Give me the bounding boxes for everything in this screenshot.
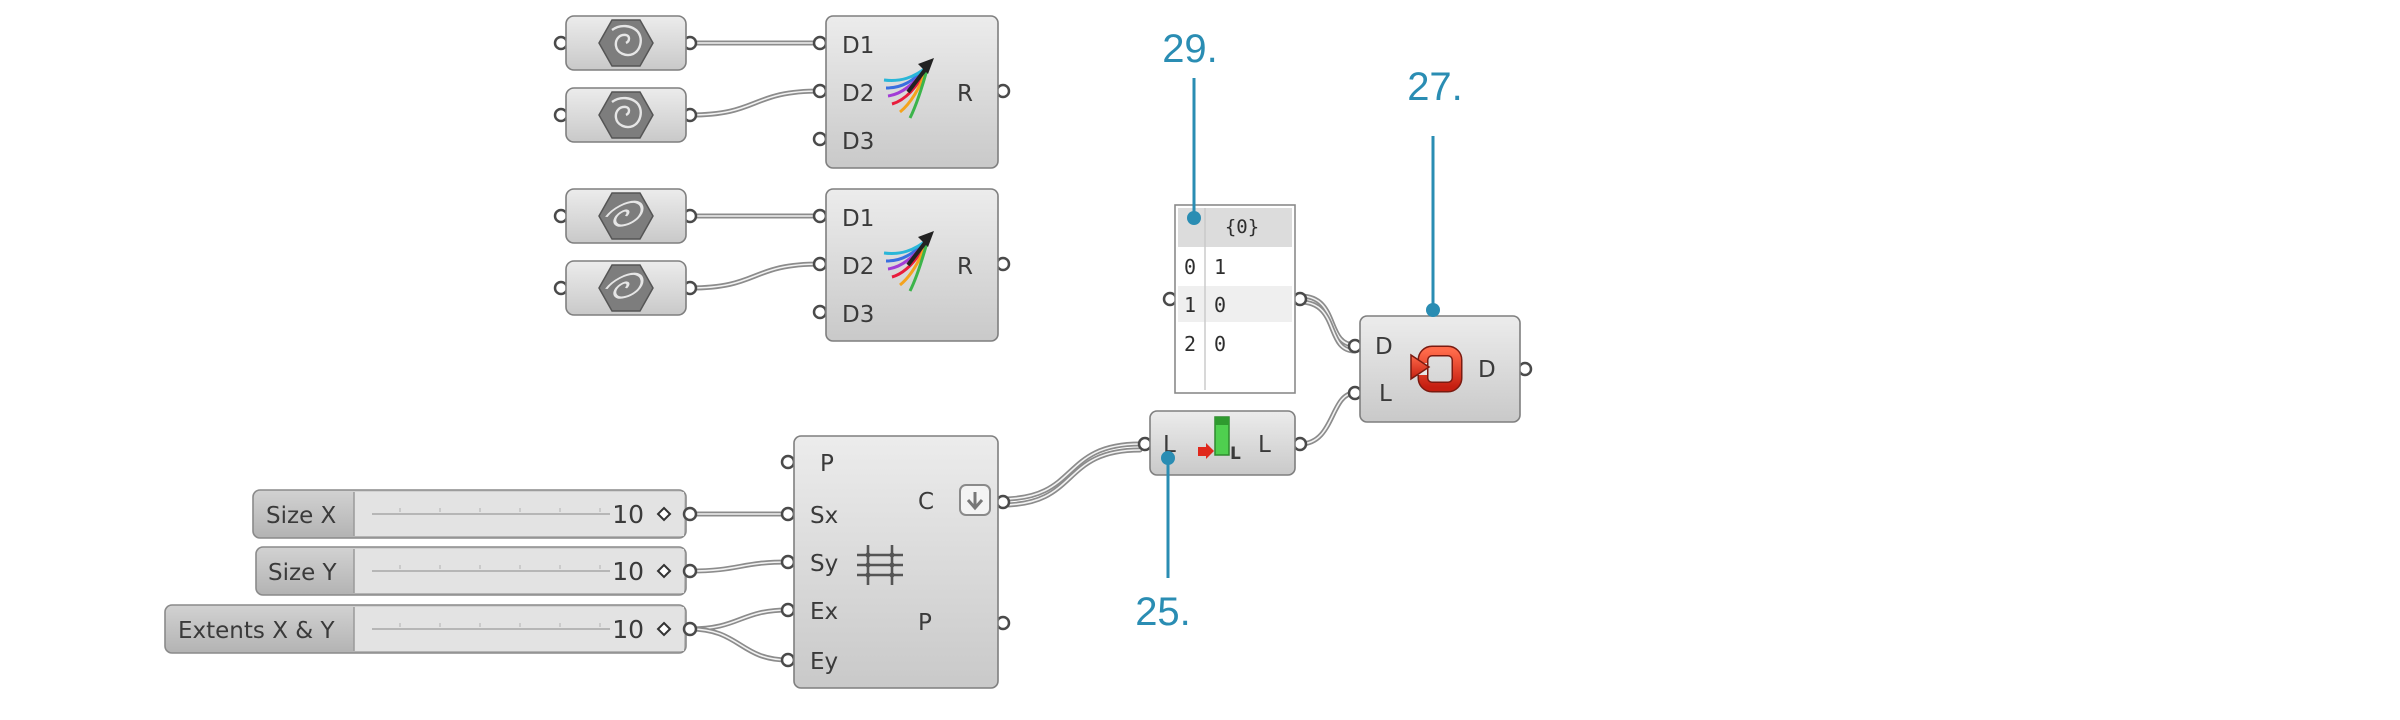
output-label-p: P bbox=[918, 610, 932, 636]
input-label-p: P bbox=[820, 451, 834, 477]
input-label-d2: D2 bbox=[842, 254, 874, 280]
spiral-param-1[interactable] bbox=[553, 15, 698, 71]
slider-label: Extents X & Y bbox=[178, 618, 336, 644]
panel-row-index: 2 bbox=[1184, 332, 1196, 356]
slider-size-y[interactable]: Size Y 10 bbox=[255, 546, 698, 596]
input-label-d3: D3 bbox=[842, 129, 874, 155]
input-label-d3: D3 bbox=[842, 302, 874, 328]
panel-row-value: 0 bbox=[1214, 293, 1226, 317]
slider-handle-icon[interactable] bbox=[656, 563, 672, 579]
spiral-param-2[interactable] bbox=[553, 87, 698, 143]
output-label-l: L bbox=[1258, 432, 1271, 458]
input-label-sx: Sx bbox=[810, 503, 838, 529]
wires bbox=[687, 40, 1358, 663]
input-label-ey: Ey bbox=[810, 649, 838, 675]
panel-row: 1 0 bbox=[1184, 293, 1226, 317]
panel-row-value: 1 bbox=[1214, 255, 1226, 279]
slider-handle-icon[interactable] bbox=[656, 621, 672, 637]
slider-size-x[interactable]: Size X 10 bbox=[252, 489, 698, 539]
slider-value: 10 bbox=[612, 557, 644, 586]
grid-icon bbox=[857, 545, 903, 585]
list-length-icon: L bbox=[1198, 416, 1241, 464]
panel-row: 2 0 bbox=[1184, 332, 1226, 356]
panel-row-value: 0 bbox=[1214, 332, 1226, 356]
output-label-c: C bbox=[918, 489, 934, 515]
output-label-d: D bbox=[1478, 357, 1496, 383]
list-length-component[interactable]: L L L bbox=[1137, 410, 1308, 476]
spiral-icon bbox=[598, 91, 654, 139]
slider-extents-xy[interactable]: Extents X & Y 10 bbox=[164, 604, 698, 654]
callout-27: 27. bbox=[1407, 65, 1463, 317]
panel-row-index: 1 bbox=[1184, 293, 1196, 317]
slider-label: Size Y bbox=[268, 560, 338, 586]
slider-label: Size X bbox=[266, 503, 337, 529]
input-label-d2: D2 bbox=[842, 81, 874, 107]
panel[interactable]: {0} 0 1 1 0 2 0 bbox=[1162, 204, 1308, 394]
input-label-l: L bbox=[1379, 381, 1392, 407]
callout-25: 25. bbox=[1135, 451, 1191, 634]
spiral-tilted-icon bbox=[598, 264, 654, 312]
slider-value: 10 bbox=[612, 615, 644, 644]
callout-number: 25. bbox=[1135, 590, 1191, 634]
slider-value: 10 bbox=[612, 500, 644, 529]
output-label-r: R bbox=[957, 81, 973, 107]
callout-number: 29. bbox=[1162, 27, 1218, 71]
grid-component[interactable]: P Sx Sy Ex Ey C P bbox=[780, 435, 1011, 689]
domain-component-2[interactable]: D1 D2 D3 R bbox=[812, 188, 1011, 342]
input-label-ex: Ex bbox=[810, 599, 838, 625]
callout-number: 27. bbox=[1407, 65, 1463, 109]
flatten-arrow-icon[interactable] bbox=[959, 484, 991, 516]
spiral-param-4[interactable] bbox=[553, 260, 698, 316]
gradient-arrow-icon bbox=[883, 231, 934, 292]
spiral-param-3[interactable] bbox=[553, 188, 698, 244]
panel-row-index: 0 bbox=[1184, 255, 1196, 279]
output-label-r: R bbox=[957, 254, 973, 280]
input-label-d1: D1 bbox=[842, 206, 874, 232]
panel-header: {0} bbox=[1225, 216, 1259, 238]
svg-text:L: L bbox=[1230, 444, 1241, 464]
gradient-arrow-icon bbox=[883, 58, 934, 119]
spiral-icon bbox=[598, 19, 654, 67]
spiral-tilted-icon bbox=[598, 192, 654, 240]
panel-row: 0 1 bbox=[1184, 255, 1226, 279]
input-label-sy: Sy bbox=[810, 551, 838, 577]
shift-component[interactable]: D L D bbox=[1347, 315, 1533, 423]
domain-component-1[interactable]: D1 D2 D3 R bbox=[812, 15, 1011, 169]
slider-handle-icon[interactable] bbox=[656, 506, 672, 522]
loop-arrow-icon bbox=[1410, 345, 1463, 393]
callout-29: 29. bbox=[1162, 27, 1218, 225]
input-label-d1: D1 bbox=[842, 33, 874, 59]
input-label-d: D bbox=[1375, 334, 1393, 360]
